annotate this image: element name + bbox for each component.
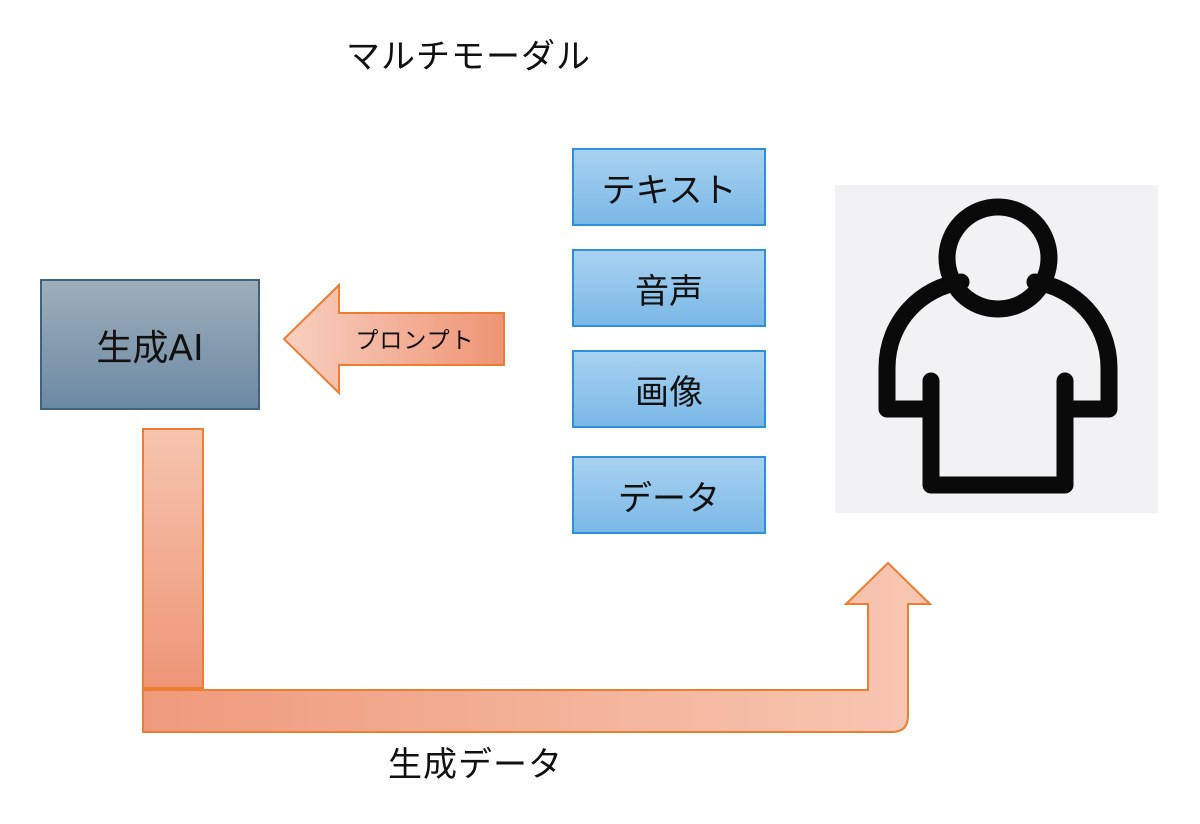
- modality-label: 音声: [635, 271, 703, 312]
- generated-data-label: 生成データ: [388, 745, 563, 785]
- modality-label: テキスト: [601, 170, 737, 211]
- modality-label: データ: [618, 478, 720, 519]
- output-arrow-bent: [142, 561, 933, 733]
- diagram-title: マルチモーダル: [346, 37, 591, 77]
- output-arrow-vertical: [142, 428, 204, 689]
- user-panel: [835, 185, 1158, 513]
- generative-ai-label: 生成AI: [96, 327, 204, 369]
- modality-text-box: テキスト: [572, 148, 766, 226]
- person-icon: [878, 198, 1118, 494]
- modality-audio-box: 音声: [572, 249, 766, 327]
- prompt-label: プロンプト: [355, 328, 475, 354]
- modality-image-box: 画像: [572, 350, 766, 428]
- prompt-arrow: [282, 282, 505, 396]
- modality-data-box: データ: [572, 456, 766, 534]
- modality-label: 画像: [635, 372, 703, 413]
- generative-ai-box: 生成AI: [40, 279, 260, 410]
